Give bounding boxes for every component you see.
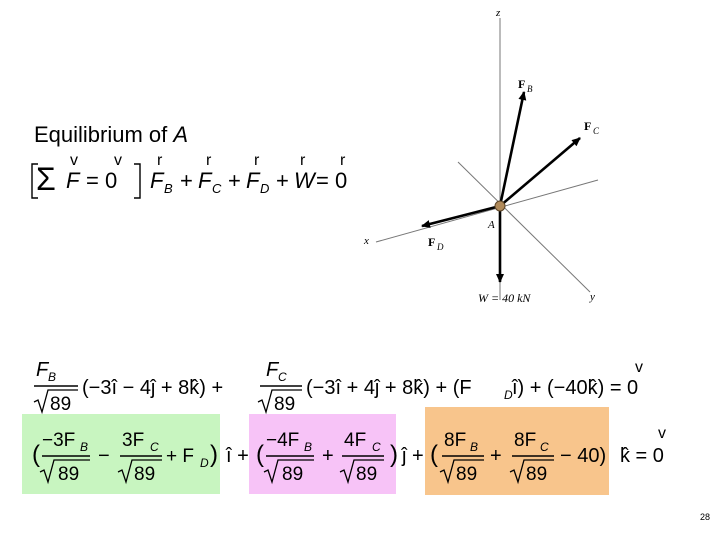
plus-3: + [276,168,289,193]
svg-text:F: F [36,359,50,381]
svg-text:(: ( [256,441,264,468]
svg-text:+: + [490,445,502,467]
point-a-marker [494,200,506,212]
force-fc-sub: C [593,126,600,136]
eq3-minus40: − 40) [560,445,606,467]
svg-text:−: − [98,445,110,467]
force-diagram-svg: z x y A F B F C F D W = 40 kN [358,0,616,318]
force-fd-arrow [421,204,501,228]
eq3-sub-b1: B [80,440,88,454]
eq3-n3: −3F [42,430,75,451]
eq2-coef-b: (−3î − 4ĵ + 8k̂) + [82,377,223,399]
equilibrium-equation: Σ v F v = 0 r F B + r F C + r F D + r W … [30,148,360,200]
plus-1: + [180,168,193,193]
eq3-sqrt-4: 89 [356,464,377,485]
plus-2: + [228,168,241,193]
svg-text:): ) [390,441,398,468]
vec-mark-6: r [300,152,306,169]
svg-text:(: ( [430,441,438,468]
force-diagram: z x y A F B F C F D W = 40 kN [358,0,616,318]
svg-text:(: ( [32,441,40,468]
sub-b: B [164,181,173,196]
force-fb-arrow [498,91,527,207]
force-fc-label: F [584,119,591,133]
axis-z-label: z [495,7,501,19]
eq3-sub-b2: B [304,440,312,454]
term-fc: F [198,168,213,193]
eq3-sub-c3: C [540,440,549,454]
vec-mark-7: r [340,152,346,169]
x-component-highlight [22,414,220,494]
eq3-sub-b3: B [470,440,478,454]
force-vector-equation: F B 89 (−3î − 4ĵ + 8k̂) + F C 89 (−3î + … [30,356,690,416]
vec-mark-5: r [254,152,260,169]
eq3-z-group: k̂ = 0 [620,445,664,467]
y-axis [457,161,591,293]
component-equation-svg: ( −3F B 89 − 3F C 89 + F D ) î + ( −4F B… [32,425,666,485]
term-fb: F [150,168,165,193]
slide-title: Equilibrium of A [34,122,188,148]
eq3-sub-c1: C [150,440,159,454]
force-fb-label: F [518,77,525,91]
eq3-sqrt-1: 89 [58,464,79,485]
eq2-coef-c: (−3î + 4ĵ + 8k̂) + (F [306,377,472,399]
rhs-zero: = 0 [316,168,347,193]
point-a-label: A [487,219,495,231]
vec-mark-1: v [70,152,78,169]
eq3-x-group: î + [225,445,249,467]
sigma-symbol: Σ [36,161,56,197]
force-fc-arrow [499,137,581,207]
eq3-n8b: 8F [514,430,536,451]
eq2-sqrt-c: 89 [274,394,295,415]
term-fd: F [246,168,261,193]
eq3-sub-c2: C [372,440,381,454]
eq2-coef-c-tail: î) + (−40k̂) = 0 [511,377,638,399]
equilibrium-equation-svg: Σ v F v = 0 r F B + r F C + r F D + r W … [31,152,347,199]
eq3-sqrt-6: 89 [526,464,547,485]
force-vector-equation-svg: F B 89 (−3î − 4ĵ + 8k̂) + F C 89 (−3î + … [33,359,643,415]
eq3-y-group: ĵ + [401,445,424,467]
eq3-plus-fd: + F [166,446,194,467]
axis-y-label: y [589,291,595,303]
force-fd-label: F [428,235,435,249]
sub-d: D [260,181,269,196]
title-prefix: Equilibrium of [34,122,174,147]
eq3-sqrt-5: 89 [456,464,477,485]
eq2-sub-d: D [504,388,513,402]
eq3-sub-d: D [200,456,209,470]
force-fd-sub: D [436,242,444,252]
eq3-n4: −4F [266,430,299,451]
y-component-highlight [249,414,396,494]
vec-mark-4: r [206,152,212,169]
svg-text:): ) [210,441,218,468]
eq3-n4b: 4F [344,430,366,451]
eq2-sub-b: B [48,370,56,384]
eq3-n3b: 3F [122,430,144,451]
vec-mark-3: r [157,152,163,169]
term-w: W [294,168,317,193]
equals-zero: = 0 [86,168,117,193]
title-point: A [173,122,189,147]
page-number: 28 [700,512,711,522]
eq3-zero-vec-mark: v [658,425,666,442]
axis-x-label: x [363,235,369,247]
component-equation: ( −3F B 89 − 3F C 89 + F D ) î + ( −4F B… [30,420,690,492]
svg-text:+: + [322,445,334,467]
vec-mark-2: v [114,152,122,169]
eq3-sqrt-3: 89 [282,464,303,485]
x-axis [375,179,599,243]
force-fb-sub: B [527,84,533,94]
weight-label: W = 40 kN [478,291,531,305]
sum-vector: F [66,168,81,193]
eq2-zero-vec-mark: v [635,359,643,376]
eq3-n8: 8F [444,430,466,451]
eq2-sub-c: C [278,370,287,384]
svg-text:F: F [266,359,280,381]
sub-c: C [212,181,222,196]
eq3-sqrt-2: 89 [134,464,155,485]
eq2-sqrt-b: 89 [50,394,71,415]
